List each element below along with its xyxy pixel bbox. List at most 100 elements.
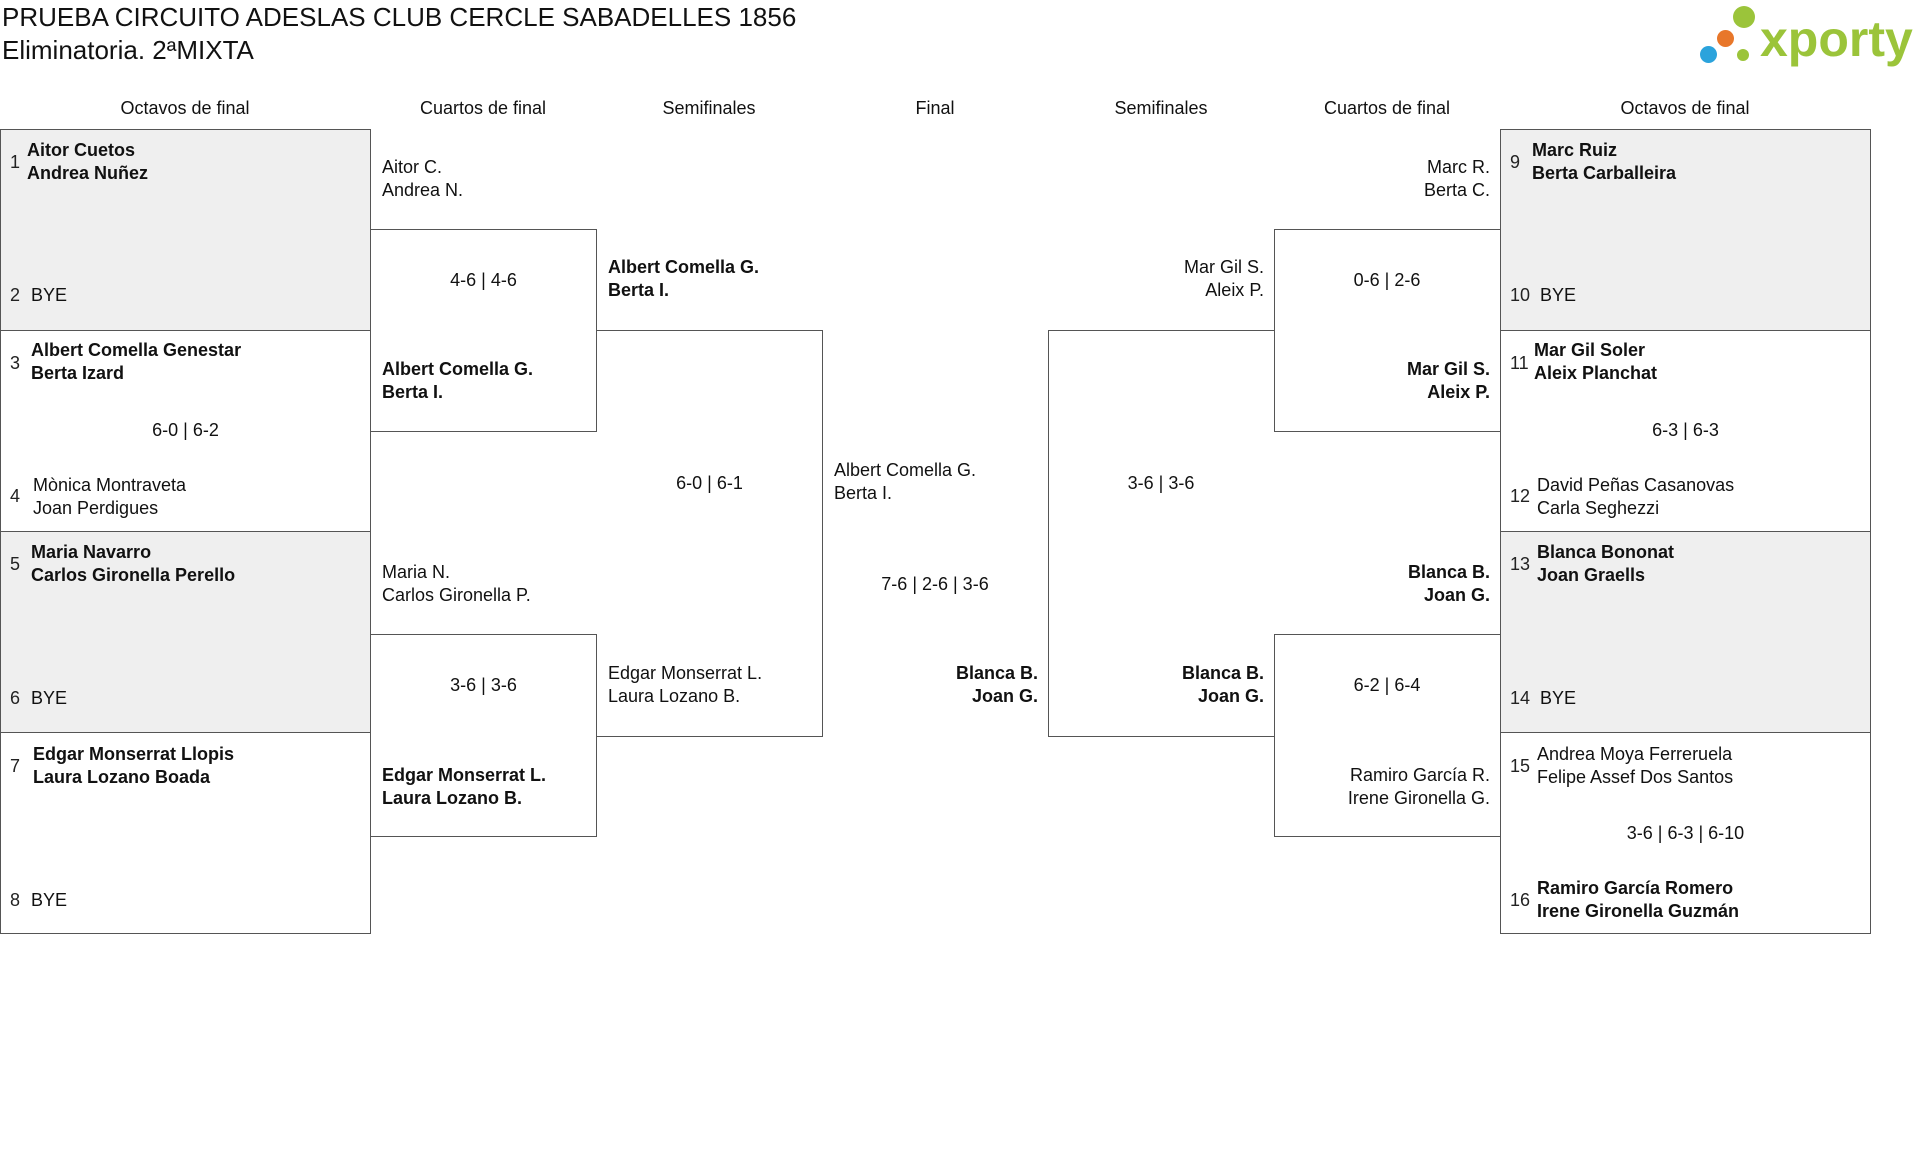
player-name: BYE xyxy=(31,890,68,910)
player-name[interactable]: Carlos Gironella Perello xyxy=(31,565,236,585)
player-name[interactable]: Berta I. xyxy=(608,280,670,300)
player-name[interactable]: Blanca Bononat xyxy=(1537,542,1675,562)
player-name[interactable]: Berta Carballeira xyxy=(1532,163,1677,183)
match-score: 4-6 | 4-6 xyxy=(450,270,517,290)
match-score: 3-6 | 3-6 xyxy=(450,675,517,695)
player-name[interactable]: Felipe Assef Dos Santos xyxy=(1537,767,1734,787)
player-name[interactable]: Berta Izard xyxy=(31,363,125,383)
player-name[interactable]: David Peñas Casanovas xyxy=(1537,475,1735,495)
seed-number: 12 xyxy=(1510,486,1531,506)
seed-number: 13 xyxy=(1510,554,1531,574)
header-semis-right: Semifinales xyxy=(1114,98,1208,118)
match-octavos-4 xyxy=(0,732,371,934)
player-name: BYE xyxy=(31,688,68,708)
logo-dot-green xyxy=(1733,6,1755,28)
seed-number: 11 xyxy=(1510,353,1529,373)
player-name[interactable]: Andrea N. xyxy=(382,180,464,200)
seed-number: 10 xyxy=(1510,285,1531,305)
page-subtitle: Eliminatoria. 2ªMIXTA xyxy=(2,35,254,65)
player-name[interactable]: Laura Lozano B. xyxy=(608,686,741,706)
seed-number: 7 xyxy=(10,756,21,776)
player-name[interactable]: Aitor C. xyxy=(382,157,443,177)
player-name[interactable]: Ramiro García R. xyxy=(1349,765,1490,785)
match-semifinal-right xyxy=(1048,330,1275,737)
player-name[interactable]: Aleix Planchat xyxy=(1534,363,1658,383)
player-name[interactable]: Carla Seghezzi xyxy=(1537,498,1660,518)
player-name: BYE xyxy=(1540,688,1577,708)
match-score: 6-2 | 6-4 xyxy=(1353,675,1421,695)
player-name[interactable]: Berta I. xyxy=(382,382,444,402)
player-name[interactable]: Irene Gironella Guzmán xyxy=(1537,901,1740,921)
seed-number: 3 xyxy=(10,353,21,373)
player-name[interactable]: Laura Lozano B. xyxy=(382,788,523,808)
match-score: 3-6 | 6-3 | 6-10 xyxy=(1626,823,1745,843)
player-name[interactable]: Laura Lozano Boada xyxy=(33,767,211,787)
player-name[interactable]: Joan G. xyxy=(1197,686,1264,706)
match-octavos-3 xyxy=(0,531,371,733)
header-octavos-left: Octavos de final xyxy=(120,98,250,118)
seed-number: 16 xyxy=(1510,890,1531,910)
seed-number: 15 xyxy=(1510,756,1531,776)
player-name[interactable]: Andrea Moya Ferreruela xyxy=(1537,744,1733,764)
player-name[interactable]: Marc Ruiz xyxy=(1532,140,1618,160)
player-name[interactable]: Marc R. xyxy=(1427,157,1490,177)
player-name[interactable]: Andrea Nuñez xyxy=(27,163,149,183)
seed-number: 8 xyxy=(10,890,21,910)
match-score: 6-0 | 6-2 xyxy=(152,420,219,440)
player-name[interactable]: Albert Comella G. xyxy=(608,257,760,277)
player-name[interactable]: Joan Perdigues xyxy=(33,498,159,518)
player-name[interactable]: Mar Gil S. xyxy=(1183,257,1264,277)
player-name[interactable]: Maria Navarro xyxy=(31,542,152,562)
match-octavos-13 xyxy=(1500,531,1871,733)
xporty-logo[interactable]: xporty xyxy=(1695,4,1920,74)
match-semifinal-left xyxy=(596,330,823,737)
header-cuartos-right: Cuartos de final xyxy=(1323,98,1451,118)
player-name[interactable]: Aleix P. xyxy=(1427,382,1490,402)
seed-number: 9 xyxy=(1510,152,1521,172)
page-title: PRUEBA CIRCUITO ADESLAS CLUB CERCLE SABA… xyxy=(2,2,797,32)
header-final: Final xyxy=(915,98,955,118)
player-name[interactable]: Blanca B. xyxy=(1407,562,1490,582)
player-name[interactable]: Aleix P. xyxy=(1205,280,1264,300)
match-cuartos-3 xyxy=(1274,229,1501,432)
player-name[interactable]: Blanca B. xyxy=(955,663,1038,683)
player-name[interactable]: Joan G. xyxy=(1423,585,1490,605)
player-name[interactable]: Albert Comella Genestar xyxy=(31,340,242,360)
match-octavos-15 xyxy=(1500,732,1871,934)
seed-number: 5 xyxy=(10,554,21,574)
player-name[interactable]: Ramiro García Romero xyxy=(1537,878,1734,898)
header-cuartos-left: Cuartos de final xyxy=(419,98,547,118)
player-name[interactable]: Aitor Cuetos xyxy=(27,140,135,160)
player-name[interactable]: Albert Comella G. xyxy=(382,359,534,379)
player-name[interactable]: Carlos Gironella P. xyxy=(382,585,531,605)
player-name[interactable]: Joan Graells xyxy=(1537,565,1646,585)
seed-number: 14 xyxy=(1510,688,1531,708)
player-name: BYE xyxy=(1540,285,1577,305)
seed-number: 1 xyxy=(10,152,21,172)
player-name[interactable]: Edgar Monserrat L. xyxy=(382,765,547,785)
match-score: 3-6 | 3-6 xyxy=(1127,473,1195,493)
seed-number: 4 xyxy=(10,486,21,506)
player-name[interactable]: Edgar Monserrat L. xyxy=(608,663,763,683)
match-score: 0-6 | 2-6 xyxy=(1353,270,1421,290)
player-name[interactable]: Maria N. xyxy=(382,562,451,582)
match-octavos-1 xyxy=(0,129,371,331)
player-name[interactable]: Albert Comella G. xyxy=(834,460,977,480)
player-name[interactable]: Mònica Montraveta xyxy=(33,475,187,495)
player-name[interactable]: Joan G. xyxy=(971,686,1038,706)
player-name[interactable]: Irene Gironella G. xyxy=(1347,788,1490,808)
player-name: BYE xyxy=(31,285,68,305)
header-octavos-right: Octavos de final xyxy=(1620,98,1750,118)
player-name[interactable]: Edgar Monserrat Llopis xyxy=(33,744,235,764)
logo-text: xporty xyxy=(1760,11,1913,67)
seed-number: 2 xyxy=(10,285,21,305)
match-score: 6-0 | 6-1 xyxy=(676,473,743,493)
logo-dot-small-green xyxy=(1737,49,1749,61)
player-name[interactable]: Berta C. xyxy=(1423,180,1490,200)
player-name[interactable]: Berta I. xyxy=(834,483,893,503)
player-name[interactable]: Blanca B. xyxy=(1181,663,1264,683)
match-cuartos-2 xyxy=(370,634,597,837)
player-name[interactable]: Mar Gil Soler xyxy=(1534,340,1646,360)
logo-dot-blue xyxy=(1700,46,1717,63)
player-name[interactable]: Mar Gil S. xyxy=(1406,359,1490,379)
